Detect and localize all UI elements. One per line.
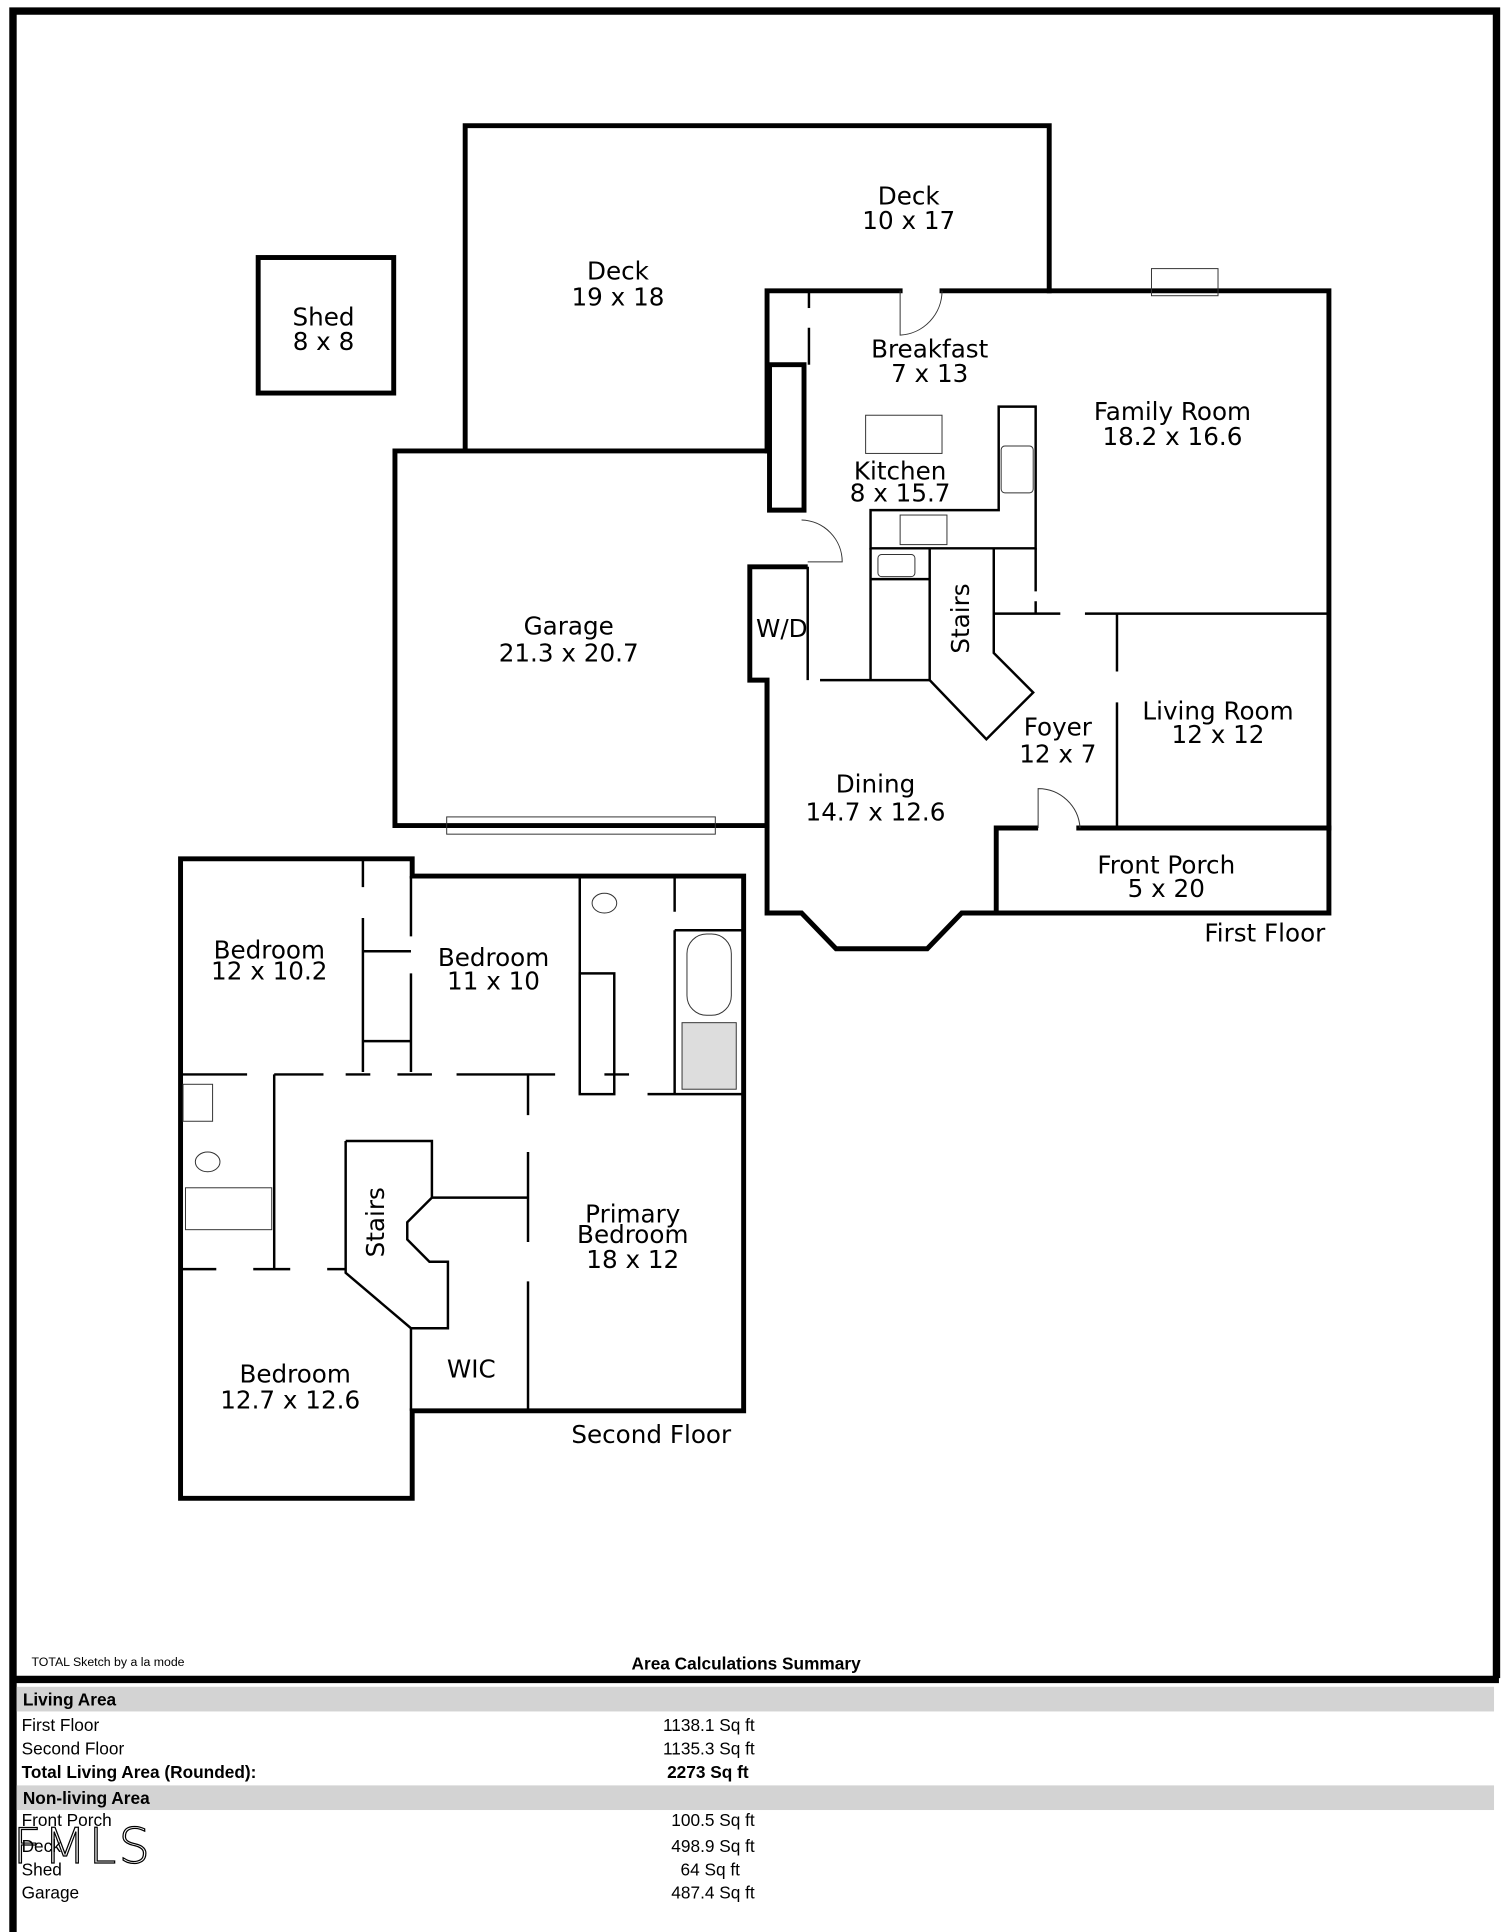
row-value: 498.9 Sq ft	[671, 1836, 755, 1856]
page-frame	[9, 7, 1501, 1932]
deck-small-label: Deck	[878, 182, 941, 211]
stairs2-label: Stairs	[361, 1187, 390, 1257]
watermark-logo: FMLS	[13, 1817, 152, 1875]
second-floor-walls	[178, 856, 747, 1501]
deck-large-label: Deck	[587, 257, 650, 286]
bedroom3-label: Bedroom	[239, 1359, 350, 1388]
dining-dims: 14.7 x 12.6	[806, 798, 946, 827]
garage-dims: 21.3 x 20.7	[499, 639, 639, 668]
nonliving-area-header: Non-living Area	[23, 1788, 150, 1808]
row-label: Second Floor	[22, 1739, 125, 1759]
living-area-header: Living Area	[23, 1689, 117, 1709]
foyer-dims: 12 x 7	[1019, 740, 1096, 769]
family-room-label: Family Room	[1094, 397, 1251, 426]
deck-large-dims: 19 x 18	[572, 283, 665, 312]
garage-label: Garage	[524, 612, 614, 641]
row-label: Shed	[22, 1859, 62, 1879]
row-label: Deck	[22, 1836, 62, 1856]
foyer-label: Foyer	[1024, 713, 1093, 742]
shed-outline	[255, 255, 397, 396]
primary-bedroom-dims: 18 x 12	[586, 1245, 679, 1274]
deck-small-dims: 10 x 17	[862, 206, 955, 235]
bedroom2-label: Bedroom	[438, 943, 549, 972]
breakfast-dims: 7 x 13	[891, 359, 968, 388]
room-labels: Shed 8 x 8 Deck 19 x 18 Deck 10 x 17 Bre…	[211, 182, 1326, 1449]
bedroom1-label: Bedroom	[214, 936, 325, 965]
wic-label: WIC	[447, 1355, 496, 1384]
row-value: 64 Sq ft	[680, 1859, 740, 1879]
shed-dims: 8 x 8	[293, 327, 355, 356]
first-floor-label: First Floor	[1204, 918, 1326, 947]
family-room-dims: 18.2 x 16.6	[1102, 422, 1242, 451]
bedroom1-dims: 12 x 10.2	[211, 957, 327, 986]
front-porch-dims: 5 x 20	[1128, 874, 1205, 903]
primary-bedroom-label-1: Primary	[585, 1199, 680, 1228]
second-floor-label: Second Floor	[571, 1420, 732, 1449]
total-value: 2273 Sq ft	[667, 1762, 749, 1782]
stairs1-label: Stairs	[946, 583, 975, 653]
row-label: First Floor	[22, 1715, 100, 1735]
row-value: 487.4 Sq ft	[671, 1883, 755, 1903]
row-label: Front Porch	[22, 1810, 112, 1830]
bedroom2-dims: 11 x 10	[447, 966, 540, 995]
row-value: 100.5 Sq ft	[671, 1810, 755, 1830]
kitchen-label: Kitchen	[854, 456, 947, 485]
primary-bedroom-label-2: Bedroom	[577, 1220, 688, 1249]
bedroom3-dims: 12.7 x 12.6	[220, 1385, 360, 1414]
front-porch-label: Front Porch	[1097, 851, 1235, 880]
area-summary: TOTAL Sketch by a la mode Area Calculati…	[12, 1654, 1495, 1903]
row-value: 1138.1 Sq ft	[663, 1715, 755, 1735]
living-room-dims: 12 x 12	[1172, 720, 1265, 749]
credit-text: TOTAL Sketch by a la mode	[31, 1655, 184, 1669]
living-room-label: Living Room	[1142, 697, 1293, 726]
wd-label: W/D	[756, 614, 808, 643]
kitchen-dims: 8 x 15.7	[850, 478, 951, 507]
shed-label: Shed	[292, 302, 354, 331]
breakfast-label: Breakfast	[871, 334, 989, 363]
row-value: 1135.3 Sq ft	[663, 1739, 755, 1759]
dining-label: Dining	[836, 769, 915, 798]
first-floor-walls	[392, 268, 1332, 952]
deck-outline	[462, 123, 1052, 453]
row-label: Garage	[22, 1883, 80, 1903]
total-label: Total Living Area (Rounded):	[22, 1762, 257, 1782]
summary-title: Area Calculations Summary	[632, 1654, 862, 1674]
